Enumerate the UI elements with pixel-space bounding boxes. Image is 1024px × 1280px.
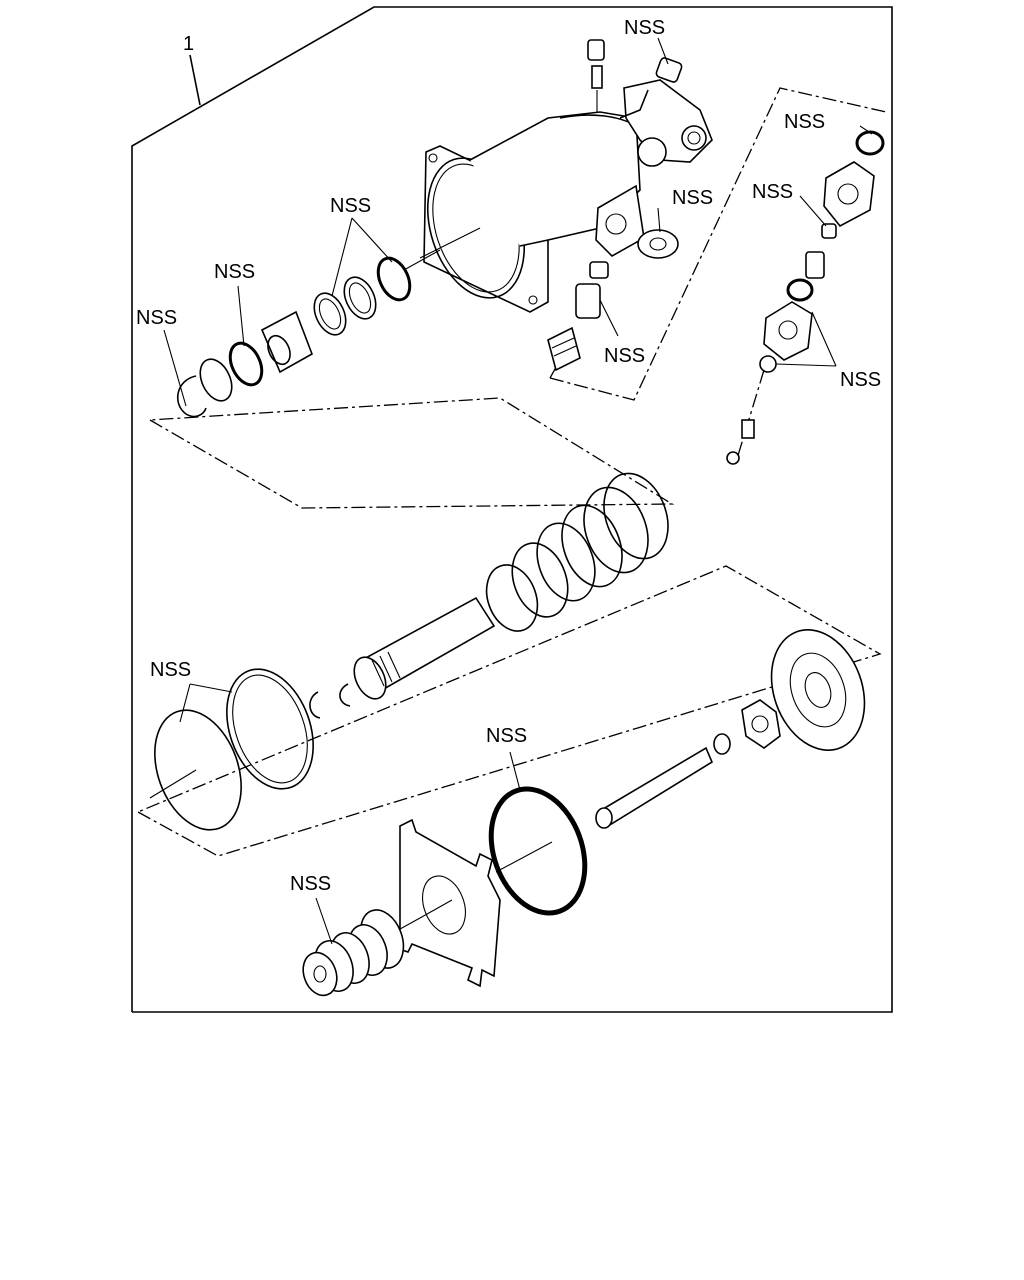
nss-label-large-rings: NSS	[150, 659, 191, 681]
large-seal-rings	[149, 668, 314, 831]
cylinder-housing	[419, 79, 713, 313]
nss-label-right-lower: NSS	[840, 369, 881, 391]
nss-label-top-center: NSS	[624, 17, 665, 39]
kit-number-label: 1	[183, 33, 194, 55]
upper-seals	[176, 249, 441, 418]
nss-label-right-valve: NSS	[752, 181, 793, 203]
large-o-ring	[488, 786, 588, 916]
nss-label-boot: NSS	[290, 873, 331, 895]
rubber-boot	[302, 909, 405, 997]
bleeder-fittings	[587, 39, 683, 119]
kit-frame: 1	[131, 6, 893, 1013]
piston-disc-and-rod	[595, 629, 866, 829]
piston-group-bracket	[149, 397, 675, 509]
plunger-parts	[547, 229, 679, 372]
o-ring-axis	[495, 841, 553, 873]
nss-label-plunger: NSS	[604, 345, 645, 367]
spring-and-rod	[309, 472, 669, 719]
nss-label-top-right: NSS	[784, 111, 825, 133]
nss-labels: NSS NSS NSS NSS NSS NSS NSS NSS NSS NSS …	[136, 17, 881, 895]
nss-label-snap-ring: NSS	[136, 307, 177, 329]
coil-spring	[485, 472, 669, 632]
nss-label-rings-pair: NSS	[330, 195, 371, 217]
nss-label-seal-mid: NSS	[672, 187, 713, 209]
leader-lines	[163, 37, 873, 945]
nss-label-ring-single: NSS	[214, 261, 255, 283]
nss-label-o-ring-large: NSS	[486, 725, 527, 747]
valve-parts	[726, 130, 885, 465]
diaphragm-group-bracket	[137, 565, 882, 857]
